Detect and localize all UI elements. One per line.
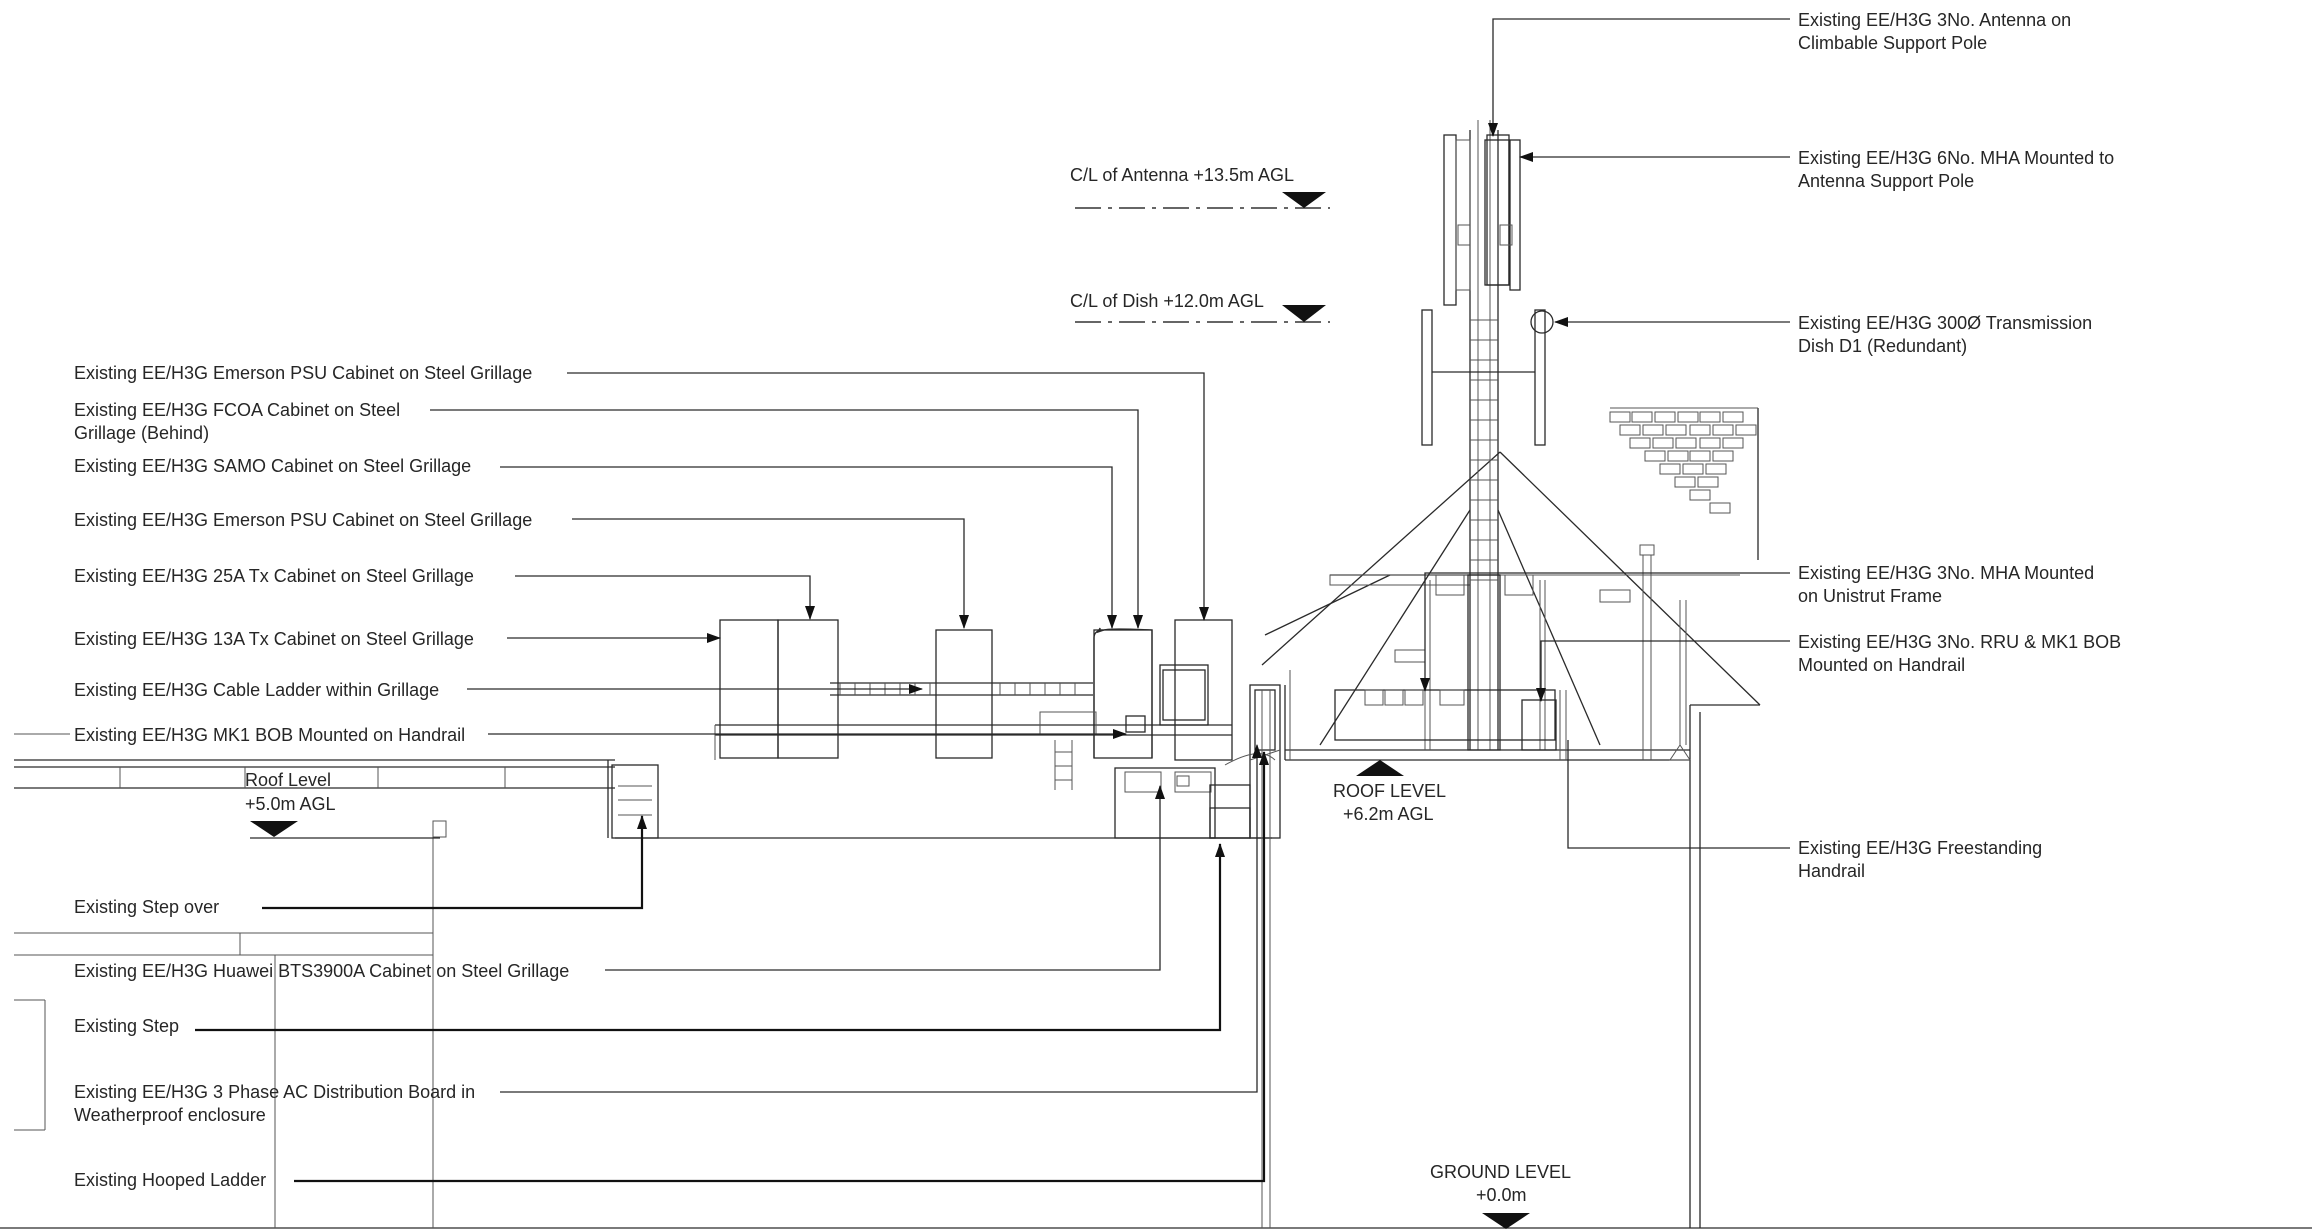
- callout-tx25: Existing EE/H3G 25A Tx Cabinet on Steel …: [74, 566, 815, 620]
- label-ac-board-line1: Existing EE/H3G 3 Phase AC Distribution …: [74, 1082, 475, 1102]
- level-antenna-cl: C/L of Antenna +13.5m AGL: [1070, 165, 1330, 209]
- level-roof-low-line2: +5.0m AGL: [245, 794, 336, 814]
- level-roof-low: Roof Level +5.0m AGL: [245, 770, 440, 839]
- label-ac-board-line2: Weatherproof enclosure: [74, 1105, 266, 1125]
- label-hooped-ladder: Existing Hooped Ladder: [74, 1170, 266, 1190]
- level-roof-high: ROOF LEVEL +6.2m AGL: [1333, 760, 1446, 824]
- label-rru-line2: Mounted on Handrail: [1798, 655, 1965, 675]
- label-huawei: Existing EE/H3G Huawei BTS3900A Cabinet …: [74, 961, 569, 981]
- callout-tx13: Existing EE/H3G 13A Tx Cabinet on Steel …: [74, 629, 721, 649]
- label-fcoa-line1: Existing EE/H3G FCOA Cabinet on Steel: [74, 400, 400, 420]
- label-antenna-line1: Existing EE/H3G 3No. Antenna on: [1798, 10, 2071, 30]
- level-roof-high-line1: ROOF LEVEL: [1333, 781, 1446, 801]
- label-dish-line2: Dish D1 (Redundant): [1798, 336, 1967, 356]
- label-cable-ladder: Existing EE/H3G Cable Ladder within Gril…: [74, 680, 439, 700]
- level-ground: GROUND LEVEL +0.0m: [1430, 1162, 1571, 1229]
- callout-mha-pole: Existing EE/H3G 6No. MHA Mounted to Ante…: [1519, 148, 2114, 191]
- label-dish-line1: Existing EE/H3G 300Ø Transmission: [1798, 313, 2092, 333]
- label-mha-unistrut-line2: on Unistrut Frame: [1798, 586, 1942, 606]
- label-freestanding-line2: Handrail: [1798, 861, 1865, 881]
- label-mha-pole-line1: Existing EE/H3G 6No. MHA Mounted to: [1798, 148, 2114, 168]
- label-samo: Existing EE/H3G SAMO Cabinet on Steel Gr…: [74, 456, 471, 476]
- callout-hooped-ladder: Existing Hooped Ladder: [74, 751, 1269, 1190]
- callout-samo: Existing EE/H3G SAMO Cabinet on Steel Gr…: [74, 456, 1117, 629]
- callout-huawei: Existing EE/H3G Huawei BTS3900A Cabinet …: [74, 785, 1165, 981]
- label-psu-2: Existing EE/H3G Emerson PSU Cabinet on S…: [74, 510, 532, 530]
- label-psu-1: Existing EE/H3G Emerson PSU Cabinet on S…: [74, 363, 532, 383]
- label-step-over: Existing Step over: [74, 897, 219, 917]
- level-ground-line1: GROUND LEVEL: [1430, 1162, 1571, 1182]
- callout-dish: Existing EE/H3G 300Ø Transmission Dish D…: [1554, 313, 2092, 356]
- callout-mk1: Existing EE/H3G MK1 BOB Mounted on Handr…: [14, 725, 1127, 745]
- building-outline: [0, 407, 2312, 1229]
- label-fcoa-line2: Grillage (Behind): [74, 423, 209, 443]
- label-step: Existing Step: [74, 1016, 179, 1036]
- callout-mha-unistrut: Existing EE/H3G 3No. MHA Mounted on Unis…: [1420, 563, 2094, 692]
- level-dish-cl: C/L of Dish +12.0m AGL: [1070, 291, 1330, 323]
- label-mha-unistrut-line1: Existing EE/H3G 3No. MHA Mounted: [1798, 563, 2094, 583]
- label-mha-pole-line2: Antenna Support Pole: [1798, 171, 1974, 191]
- label-mk1: Existing EE/H3G MK1 BOB Mounted on Handr…: [74, 725, 465, 745]
- callout-cable-ladder: Existing EE/H3G Cable Ladder within Gril…: [74, 680, 923, 700]
- label-tx25: Existing EE/H3G 25A Tx Cabinet on Steel …: [74, 566, 474, 586]
- level-ground-line2: +0.0m: [1476, 1185, 1527, 1205]
- callout-freestanding: Existing EE/H3G Freestanding Handrail: [1567, 740, 2042, 881]
- level-dish-text: C/L of Dish +12.0m AGL: [1070, 291, 1264, 311]
- level-roof-high-line2: +6.2m AGL: [1343, 804, 1434, 824]
- label-tx13: Existing EE/H3G 13A Tx Cabinet on Steel …: [74, 629, 474, 649]
- callout-fcoa: Existing EE/H3G FCOA Cabinet on Steel Gr…: [74, 400, 1143, 629]
- antenna-mast: [1319, 120, 1601, 760]
- callout-antenna: Existing EE/H3G 3No. Antenna on Climbabl…: [1488, 10, 2071, 137]
- callout-psu-1: Existing EE/H3G Emerson PSU Cabinet on S…: [74, 363, 1209, 621]
- callout-ac-board: Existing EE/H3G 3 Phase AC Distribution …: [74, 744, 1262, 1125]
- level-roof-low-line1: Roof Level: [245, 770, 331, 790]
- label-freestanding-line1: Existing EE/H3G Freestanding: [1798, 838, 2042, 858]
- callout-step-over: Existing Step over: [74, 815, 647, 917]
- level-antenna-text: C/L of Antenna +13.5m AGL: [1070, 165, 1294, 185]
- label-antenna-line2: Climbable Support Pole: [1798, 33, 1987, 53]
- label-rru-line1: Existing EE/H3G 3No. RRU & MK1 BOB: [1798, 632, 2121, 652]
- callout-step: Existing Step: [74, 843, 1225, 1036]
- callout-rru: Existing EE/H3G 3No. RRU & MK1 BOB Mount…: [1536, 632, 2121, 702]
- callout-psu-2: Existing EE/H3G Emerson PSU Cabinet on S…: [74, 510, 969, 629]
